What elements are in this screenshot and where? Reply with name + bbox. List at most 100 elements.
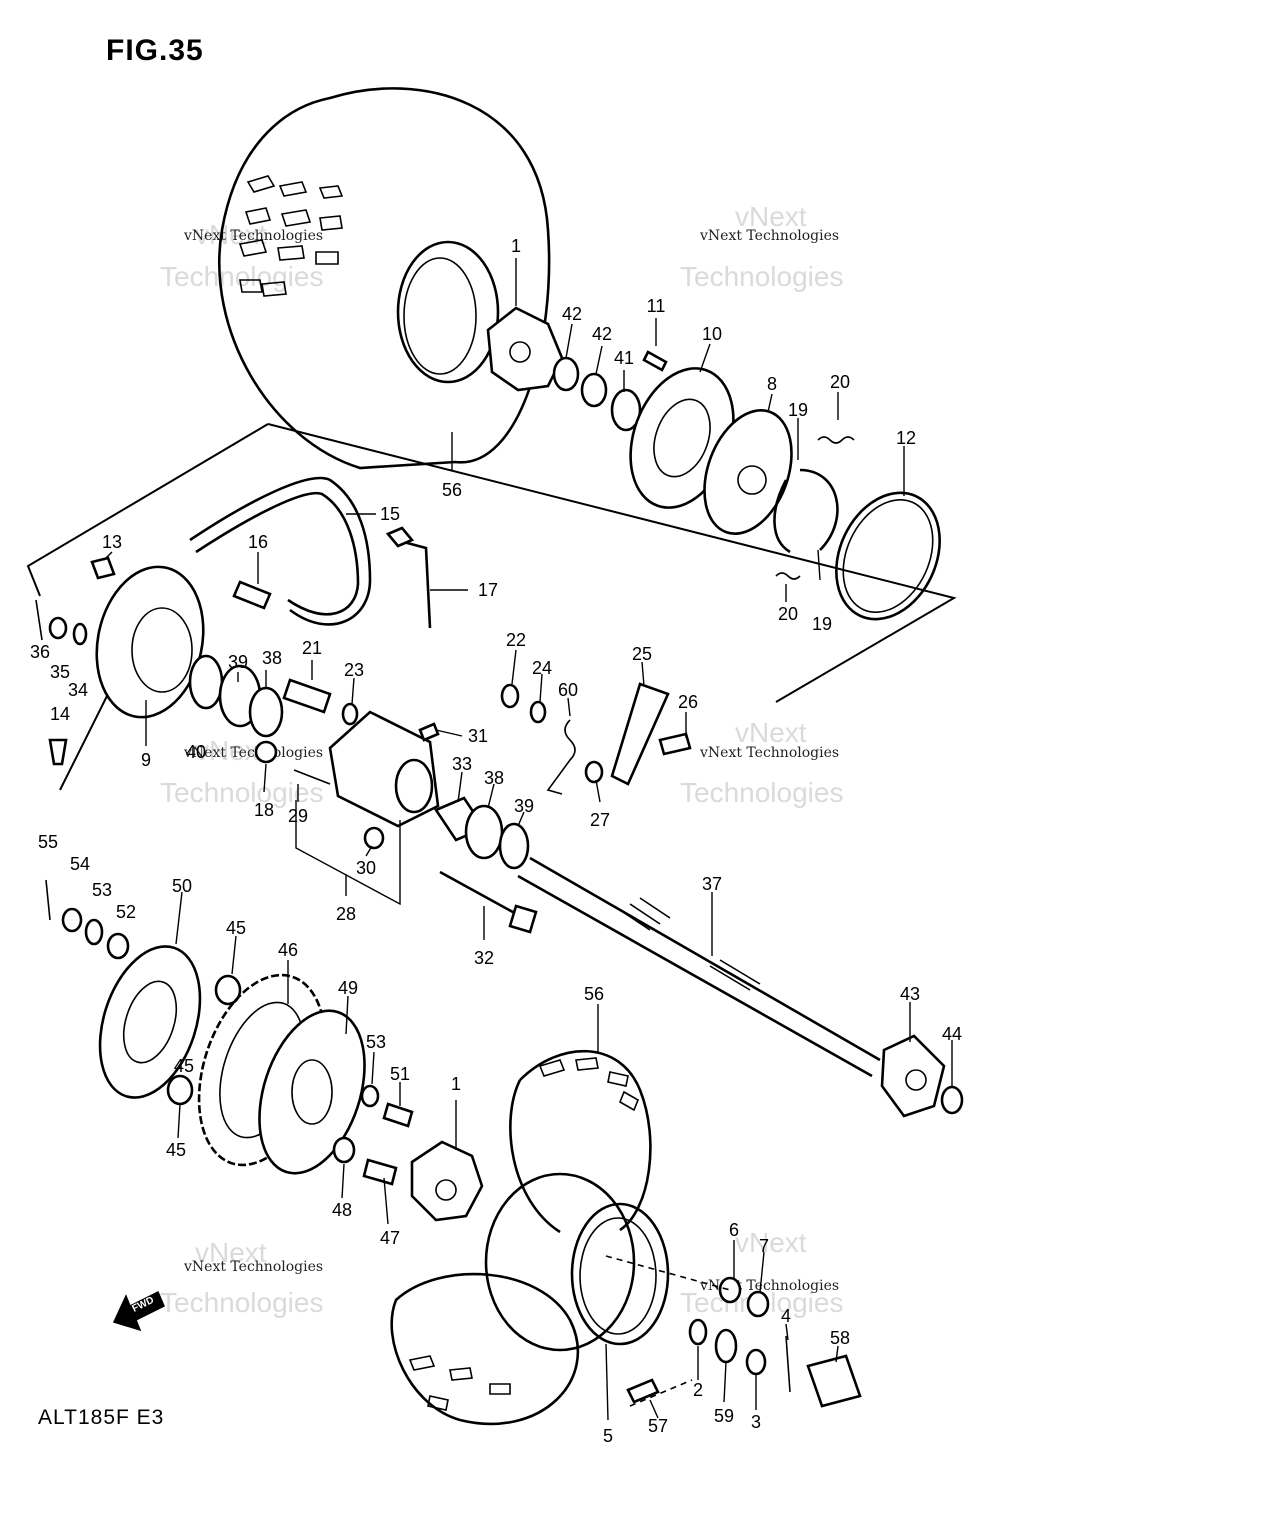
callout-1: 1 — [451, 1074, 461, 1094]
callout-6: 6 — [729, 1220, 739, 1240]
callout-35: 35 — [50, 662, 70, 682]
breather-pipe-17 — [395, 538, 432, 629]
callout-59: 59 — [714, 1406, 734, 1426]
nut-42b — [580, 372, 608, 408]
nut-7 — [746, 1290, 770, 1318]
wheel-hub-lower — [410, 1140, 484, 1222]
callout-9: 9 — [141, 750, 151, 770]
axle-splines — [619, 897, 761, 991]
drum-cover-inner — [653, 398, 711, 478]
tread-lower — [538, 1057, 640, 1112]
caliper-boss — [394, 758, 434, 814]
callout-19: 19 — [812, 614, 832, 634]
callout-37: 37 — [702, 874, 722, 894]
callout-41: 41 — [614, 348, 634, 368]
watermark-small: vNext Technologies — [183, 228, 323, 244]
callout-10: 10 — [702, 324, 722, 344]
callout-13: 13 — [102, 532, 122, 552]
callout-45: 45 — [226, 918, 246, 938]
callout-48: 48 — [332, 1200, 352, 1220]
valve-57 — [626, 1378, 660, 1404]
breather-hose-15-inner — [195, 491, 360, 616]
tire-5 — [390, 1272, 580, 1426]
watermark-top-left: vNext Technologies vNext Technologies — [160, 219, 323, 292]
rim-5-flange — [570, 1202, 670, 1346]
washer-53b — [360, 1084, 380, 1108]
callout-18: 18 — [254, 800, 274, 820]
tread-tire-5 — [408, 1355, 511, 1411]
callout-45: 45 — [174, 1056, 194, 1076]
sprocket-assembly — [45, 879, 484, 1222]
callout-50: 50 — [172, 876, 192, 896]
oil-seal-39-left — [188, 654, 224, 710]
hose-clamp-18 — [254, 740, 278, 764]
bolt-13 — [90, 556, 116, 580]
callout-56: 56 — [442, 480, 462, 500]
model-code: ALT185F E3 — [38, 1406, 165, 1429]
callout-56: 56 — [584, 984, 604, 1004]
callout-53: 53 — [92, 880, 112, 900]
callout-16: 16 — [248, 532, 268, 552]
bolt-32-head — [508, 904, 538, 934]
alignment-line-2 — [629, 1379, 693, 1407]
bushing-45b — [166, 1074, 194, 1106]
callout-25: 25 — [632, 644, 652, 664]
hub-43 — [880, 1034, 946, 1118]
hub-43-center — [905, 1069, 927, 1091]
callout-29: 29 — [288, 806, 308, 826]
callout-19: 19 — [788, 400, 808, 420]
hub-plate-49-center — [291, 1059, 333, 1125]
washer-48 — [332, 1136, 356, 1164]
axle-upper-edge — [529, 856, 881, 1062]
spring-20a — [817, 436, 855, 444]
watermark-big-top: vNext — [735, 1227, 807, 1258]
watermark-big-top: vNext — [195, 219, 267, 250]
rim-opening — [396, 240, 500, 384]
fwd-arrow: FWD — [112, 1290, 165, 1332]
boundary-left — [26, 423, 269, 597]
watermark-big-top: vNext — [735, 717, 807, 748]
cotter-pin-36 — [35, 599, 43, 641]
callout-15: 15 — [380, 504, 400, 524]
bearing-38-right — [464, 804, 504, 860]
bolt-21 — [282, 678, 332, 714]
o-ring-12 — [835, 491, 941, 621]
nut-30 — [363, 826, 385, 850]
callout-8: 8 — [767, 374, 777, 394]
brake-shoe-19a — [773, 479, 791, 554]
callout-4: 4 — [781, 1306, 791, 1326]
callout-28: 28 — [336, 904, 356, 924]
ring-44 — [940, 1085, 964, 1115]
wheel-hub-upper — [486, 306, 564, 392]
fwd-arrow-icon — [112, 1290, 165, 1332]
nut-27 — [584, 760, 604, 784]
washer-22 — [500, 683, 520, 709]
callout-34: 34 — [68, 680, 88, 700]
callout-14: 14 — [50, 704, 70, 724]
callout-26: 26 — [678, 692, 698, 712]
callout-54: 54 — [70, 854, 90, 874]
hub-plate-49 — [258, 1009, 366, 1175]
collar-52 — [106, 932, 130, 960]
spring-20b — [775, 572, 801, 580]
pipe-fitting-17 — [385, 526, 415, 548]
bolt-31 — [418, 722, 440, 742]
watermark-top-right: vNext Technologies vNext Technologies — [680, 201, 843, 292]
callout-2: 2 — [693, 1380, 703, 1400]
brake-panel-8 — [703, 409, 793, 535]
callout-20: 20 — [778, 604, 798, 624]
breather-hose-15 — [189, 476, 372, 626]
tire-upper — [217, 87, 551, 470]
o-ring-12-inner — [842, 498, 934, 614]
leader-lines — [103, 258, 953, 1421]
nut-42a — [552, 356, 580, 392]
washer-6 — [718, 1276, 742, 1304]
callout-31: 31 — [468, 726, 488, 746]
rim-inner — [403, 257, 477, 375]
callout-52: 52 — [116, 902, 136, 922]
callout-49: 49 — [338, 978, 358, 998]
disc-50 — [98, 945, 202, 1099]
hub-cap-58 — [806, 1354, 862, 1408]
